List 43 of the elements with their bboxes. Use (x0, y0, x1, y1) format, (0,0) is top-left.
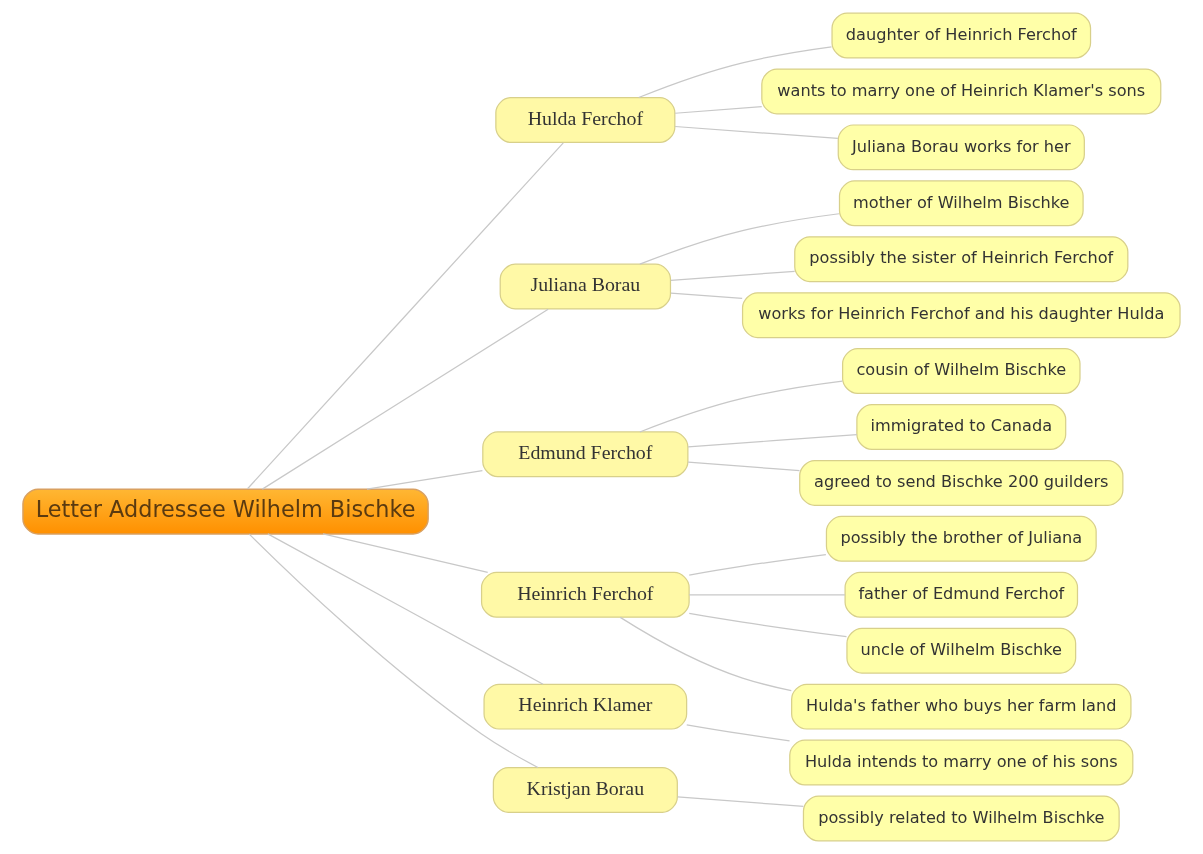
node-box: Heinrich Ferchof (480, 571, 690, 618)
node-box: Hulda Ferchof (495, 97, 676, 143)
connector (246, 142, 564, 490)
node-box: Hulda intends to marry one of his sons (789, 739, 1134, 786)
node-box: possibly the sister of Heinrich Ferchof (794, 236, 1129, 283)
node-box: daughter of Heinrich Ferchof (831, 12, 1092, 59)
node-box: Letter Addressee Wilhelm Bischke (22, 488, 429, 535)
connector (688, 612, 848, 638)
connector (366, 470, 484, 490)
connector (639, 380, 843, 433)
connector (639, 213, 840, 265)
connector (676, 796, 805, 808)
node-box: Juliana Borau works for her (837, 124, 1085, 171)
node-box: father of Edmund Ferchof (844, 571, 1079, 618)
connector (638, 46, 833, 99)
node-box: Hulda's father who buys her farm land (791, 683, 1132, 730)
node-box: uncle of Wilhelm Bischke (846, 627, 1077, 674)
connector (267, 533, 544, 685)
node-box: mother of Wilhelm Bischke (838, 180, 1084, 227)
connector (670, 270, 796, 281)
connector (687, 433, 858, 448)
connector (248, 533, 539, 769)
node-box: possibly the brother of Juliana (825, 515, 1097, 562)
node-box: works for Heinrich Ferchof and his daughter Hulda (741, 292, 1181, 339)
connector (670, 292, 743, 300)
node-box: wants to marry one of Heinrich Klamer's sons (761, 68, 1162, 115)
node-box: immigrated to Canada (856, 404, 1067, 450)
node-box: cousin of Wilhelm Bischke (842, 348, 1081, 395)
connector (686, 724, 791, 742)
connector (688, 594, 846, 596)
connector (674, 125, 839, 140)
connector (619, 616, 792, 692)
node-box: agreed to send Bischke 200 guilders (799, 459, 1124, 506)
connector (261, 308, 549, 490)
node-box: Kristjan Borau (492, 766, 678, 813)
node-box: possibly related to Wilhelm Bischke (802, 795, 1120, 842)
connector (688, 553, 827, 576)
connector (322, 533, 489, 573)
node-box: Heinrich Klamer (483, 683, 688, 730)
connector (687, 461, 801, 472)
node-box: Juliana Borau (499, 263, 672, 310)
connector (674, 106, 763, 114)
node-box: Edmund Ferchof (482, 431, 689, 478)
